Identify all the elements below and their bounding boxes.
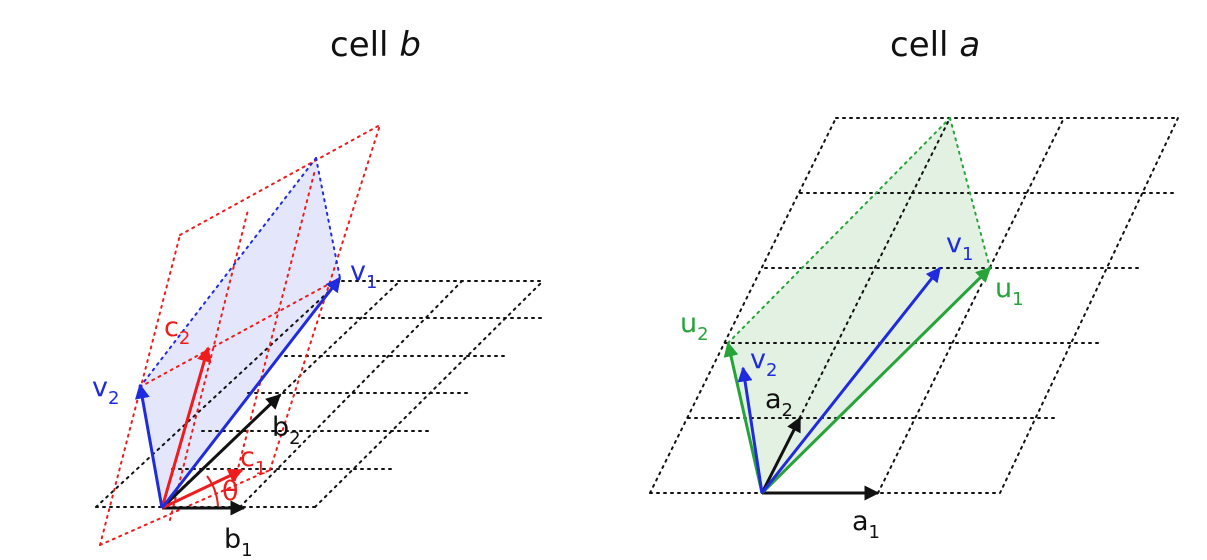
label-a2: a2 [765,384,793,421]
label-v2-cell-a: v2 [750,344,777,381]
panel-title-cell-a: cell a [890,25,980,65]
label-b1: b1 [224,524,253,560]
label-c2: c2 [164,312,190,349]
vector-u1 [760,266,992,495]
vector-v2-cell-a [737,366,764,494]
label-u2: u2 [680,308,709,345]
lattice-a-grid [649,117,1179,494]
v-supercell-outline [139,157,341,388]
green-supercell-area [728,118,990,493]
vector-b2 [160,393,282,510]
label-b2: b2 [272,412,301,449]
vector-c2 [160,346,212,509]
label-u1: u1 [995,273,1024,310]
panel-cell-b: cell b [92,25,544,560]
vector-a2 [760,416,802,494]
vector-v2-cell-b [134,383,164,509]
lattice-b-grid [95,280,544,508]
panel-cell-a: cell a a1 [649,25,1179,543]
label-v2-cell-b: v2 [92,372,119,409]
theta-label: θ [222,476,239,507]
label-v1-cell-b: v1 [350,256,377,293]
vector-u2 [723,341,764,494]
theta-arc [206,475,219,508]
label-a1: a1 [852,506,880,543]
vector-v1-cell-b [160,276,342,509]
label-c1: c1 [240,442,266,479]
vector-v1-cell-a [760,266,942,494]
panel-title-cell-b: cell b [330,25,421,65]
u-supercell-outline [727,117,991,344]
label-v1-cell-a: v1 [946,228,973,265]
vector-c1 [161,468,244,510]
